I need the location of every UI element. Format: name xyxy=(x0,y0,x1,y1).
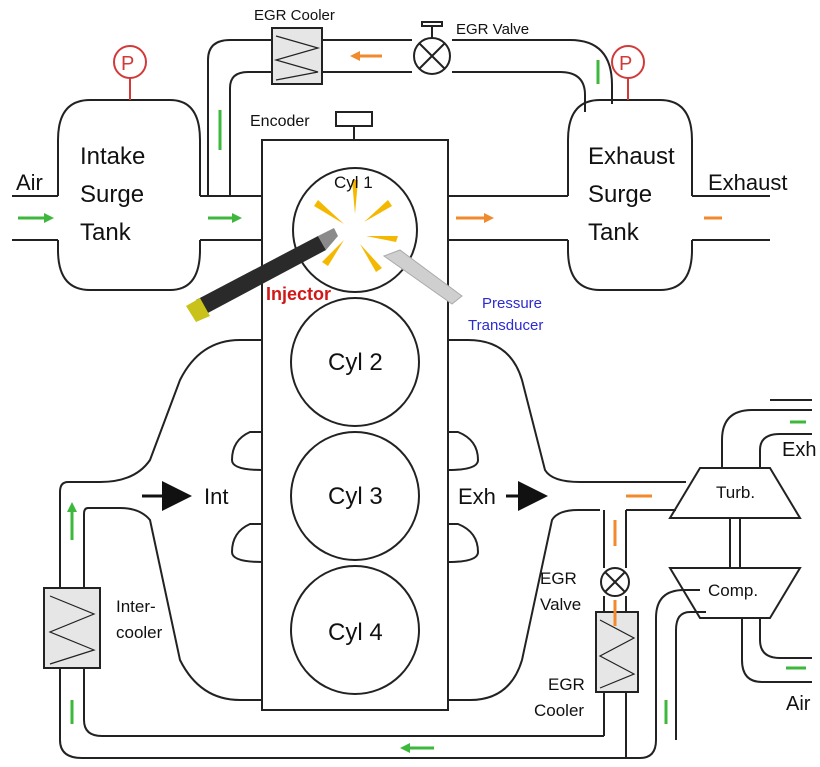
turbine-out xyxy=(721,399,812,468)
cylinder-2 xyxy=(290,297,420,427)
egr-cooler-bottom xyxy=(595,611,639,693)
egr-loop-inner xyxy=(229,71,586,196)
exhaust-to-turbine xyxy=(600,481,686,511)
intake-tank-label-2: Surge xyxy=(80,181,144,208)
intercooler-label-1: Inter- xyxy=(116,597,156,616)
exhaust-pressure-gauge xyxy=(611,45,645,79)
egr-valve-bottom-label-2: Valve xyxy=(540,595,581,614)
compressor xyxy=(668,567,802,619)
cyl1-label: Cyl 1 xyxy=(334,173,373,192)
exhaust-manifold xyxy=(447,339,680,701)
intercooler xyxy=(43,587,101,669)
exhaust-out-pipe xyxy=(692,195,770,241)
intake-surge-tank xyxy=(57,99,201,291)
exhaust-tank-label-2: Surge xyxy=(588,181,652,208)
egr-valve-bottom xyxy=(600,567,630,597)
egr-cooler-top-label: EGR Cooler xyxy=(254,7,335,24)
cylinder-4 xyxy=(290,565,420,695)
pressure-transducer-label-1: Pressure xyxy=(482,295,542,312)
cylinder-1 xyxy=(292,167,418,293)
intake-pressure-gauge xyxy=(113,45,147,79)
compressor-out xyxy=(655,589,706,740)
exhaust-tank-label-3: Tank xyxy=(588,219,640,246)
intake-gauge-label: P xyxy=(121,53,134,75)
exhaust-surge-tank xyxy=(567,99,693,291)
air-inlet-pipe xyxy=(12,195,58,241)
lower-egr-branch xyxy=(603,510,627,758)
engine-to-exhaust-pipe xyxy=(448,195,568,241)
egr-cooler-bottom-label-2: Cooler xyxy=(534,701,584,720)
intake-tank-label-1: Intake xyxy=(80,143,145,170)
egr-cooler-bottom-label-1: EGR xyxy=(548,675,585,694)
exhaust-gauge-label: P xyxy=(619,53,632,75)
pressure-transducer xyxy=(382,249,463,305)
exhaust-out-label: Exhaust xyxy=(708,170,788,195)
cyl2-label: Cyl 2 xyxy=(328,349,383,376)
egr-loop-outer xyxy=(207,39,613,196)
turbo-shaft xyxy=(729,518,741,568)
turbine-label: Turb. xyxy=(716,483,755,502)
intake-tank-label-3: Tank xyxy=(80,219,132,246)
intercooler-return-pipe xyxy=(59,668,657,759)
air-in-label: Air xyxy=(16,170,43,195)
encoder-label: Encoder xyxy=(250,113,310,130)
exh-label: Exh xyxy=(458,484,496,509)
cyl4-label: Cyl 4 xyxy=(328,619,383,646)
exh-right-label: Exh xyxy=(782,439,816,461)
egr-valve-bottom-label-1: EGR xyxy=(540,569,577,588)
egr-valve-top-label: EGR Valve xyxy=(456,21,529,38)
pressure-transducer-label-2: Transducer xyxy=(468,317,543,334)
int-label: Int xyxy=(204,484,228,509)
compressor-in xyxy=(741,618,812,683)
injector xyxy=(186,228,338,322)
encoder xyxy=(335,111,373,127)
turbine xyxy=(668,467,802,519)
injector-label: Injector xyxy=(266,284,331,304)
cyl3-label: Cyl 3 xyxy=(328,483,383,510)
fuel-spray xyxy=(314,180,398,272)
compressor-label: Comp. xyxy=(708,581,758,600)
air-right-label: Air xyxy=(786,693,811,715)
intake-manifold xyxy=(59,339,263,701)
intercooler-label-2: cooler xyxy=(116,623,163,642)
cylinder-3 xyxy=(290,431,420,561)
exhaust-tank-label-1: Exhaust xyxy=(588,143,675,170)
